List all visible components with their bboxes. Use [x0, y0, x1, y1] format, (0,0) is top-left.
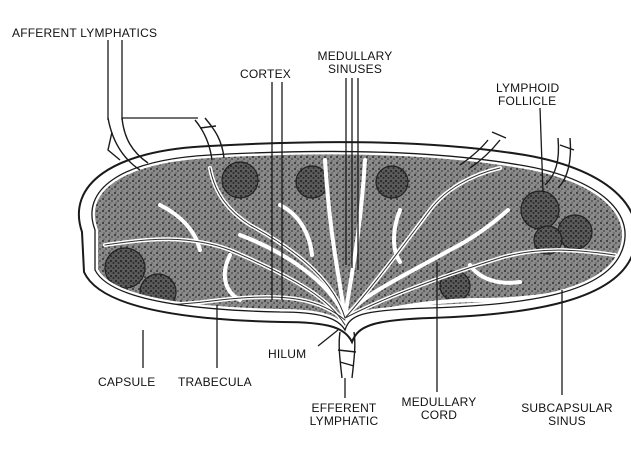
- label-trabecula: TRABECULA: [178, 376, 252, 389]
- label-subcapsular-sinus-line2: SINUS: [506, 415, 628, 428]
- label-medullary-sinuses-line2: SINUSES: [310, 63, 400, 76]
- label-efferent-lymphatic-line2: LYMPHATIC: [298, 415, 390, 428]
- label-hilum: HILUM: [268, 348, 306, 361]
- label-capsule: CAPSULE: [98, 376, 155, 389]
- label-lymphoid-follicle-line2: FOLLICLE: [498, 95, 556, 108]
- label-cortex: CORTEX: [240, 68, 291, 81]
- label-afferent-lymphatics: AFFERENT LYMPHATICS: [12, 27, 157, 40]
- label-medullary-cord-line2: CORD: [392, 409, 486, 422]
